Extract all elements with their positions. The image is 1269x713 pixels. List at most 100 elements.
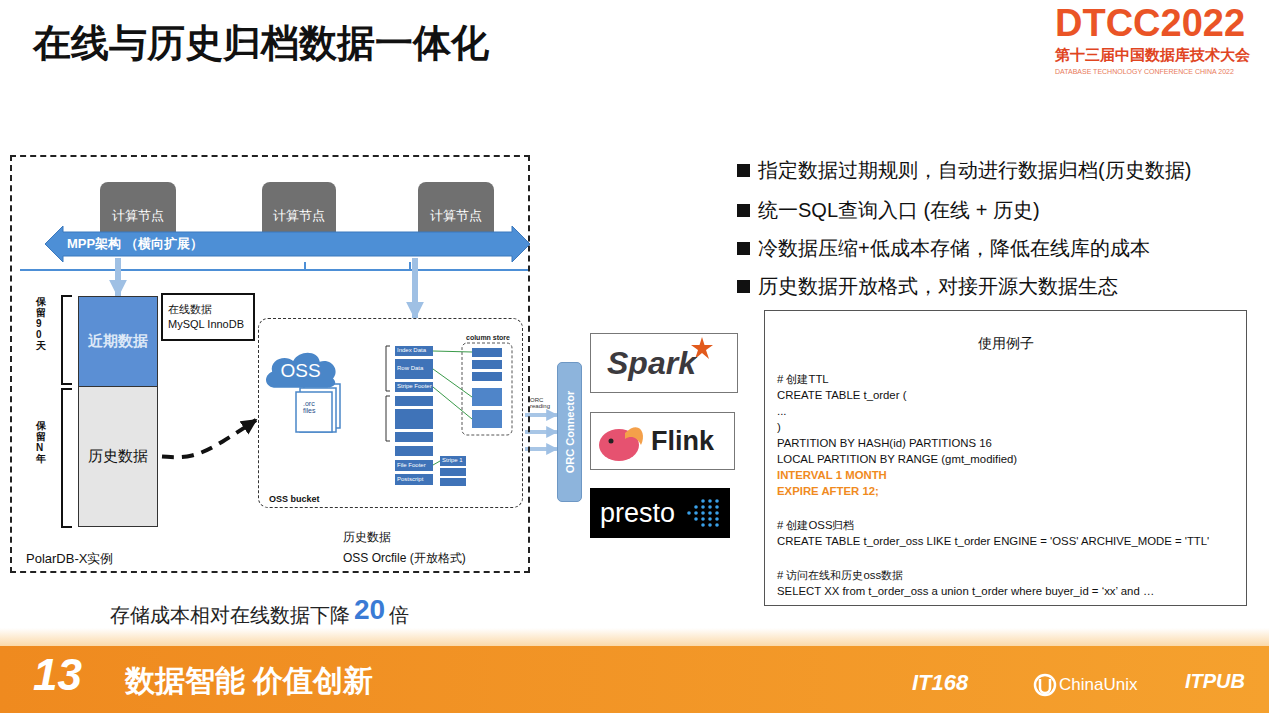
presto-dot xyxy=(708,505,712,509)
node-label: 计算节点 xyxy=(273,207,325,234)
sponsor-logo: ITPUB xyxy=(1185,670,1245,693)
chinaunix-icon xyxy=(1035,675,1055,695)
retention-bracket xyxy=(62,296,72,527)
code-line: CREATE TABLE t_order_oss LIKE t_order EN… xyxy=(777,533,1234,549)
illustration-label: Index Data xyxy=(397,347,426,353)
orc-connector: ORC Connector xyxy=(557,362,582,502)
code-line: # 创建TTL xyxy=(777,371,1234,387)
chinaunix-icon xyxy=(1040,679,1050,693)
arrow-label: ORC reading xyxy=(530,397,556,410)
conference-logo: DTCC2022 xyxy=(1055,2,1245,45)
bullet-mark xyxy=(737,280,750,293)
node-label: 计算节点 xyxy=(112,207,164,234)
presto-dot xyxy=(694,517,698,521)
bullet-mark xyxy=(737,242,750,255)
presto-dot xyxy=(701,511,705,515)
flink-logo: Flink xyxy=(590,412,735,470)
presto-logo: presto xyxy=(590,488,730,538)
node-label: PolarDB-X实例 xyxy=(26,550,113,568)
flink-eye xyxy=(609,439,614,444)
code-line: ... xyxy=(777,403,1234,419)
cost-note: 存储成本相对在线数据下降 xyxy=(110,602,350,629)
bus-tick xyxy=(409,262,411,270)
node-label: MPP架构 （横向扩展） xyxy=(67,235,203,253)
footer-logo: 13 xyxy=(33,650,82,700)
presto-dot xyxy=(715,517,719,521)
retention-label: 保留90天 xyxy=(36,296,46,351)
presto-dot xyxy=(701,499,705,503)
presto-dot xyxy=(715,505,719,509)
presto-dot xyxy=(694,511,698,515)
node-label: Flink xyxy=(651,426,714,457)
node-label: ORC Connector xyxy=(564,391,576,474)
example-heading: 使用例子 xyxy=(777,335,1234,353)
code-line: EXPIRE AFTER 12; xyxy=(777,483,1234,499)
code-line: INTERVAL 1 MONTH xyxy=(777,467,1234,483)
node-label: 历史数据 xyxy=(88,447,148,466)
footer-slogan: 数据智能 价值创新 xyxy=(125,661,373,702)
presto-dot xyxy=(694,505,698,509)
cost-note: 倍 xyxy=(389,602,409,629)
footer-band xyxy=(0,646,1269,713)
bus-line xyxy=(20,269,530,271)
cost-number: 20 xyxy=(354,594,385,626)
retention-label: 保留N年 xyxy=(36,420,46,464)
bullet-text: 冷数据压缩+低成本存储，降低在线库的成本 xyxy=(758,235,1150,262)
illustration-label: File Footer xyxy=(397,462,426,468)
compute-node: 计算节点 xyxy=(262,182,336,234)
presto-dots xyxy=(686,498,726,528)
presto-dot xyxy=(687,511,691,515)
illustration-label: Row Data xyxy=(397,365,423,371)
mpp-band: MPP架构 （横向扩展） xyxy=(45,226,530,262)
recent-data-box: 近期数据 xyxy=(78,296,158,386)
node-label: OSS xyxy=(280,360,320,382)
node-label: 近期数据 xyxy=(88,332,148,351)
bullet-text: 指定数据过期规则，自动进行数据归档(历史数据) xyxy=(758,157,1191,184)
bullet-text: 统一SQL查询入口 (在线 + 历史) xyxy=(758,197,1040,224)
orc-files-icon xyxy=(296,384,340,432)
usage-example-box: 使用例子# 创建TTLCREATE TABLE t_order (...)PAR… xyxy=(764,310,1247,606)
data-flow-arrow xyxy=(412,258,418,318)
code-line: LOCAL PARTITION BY RANGE (gmt_modified) xyxy=(777,451,1234,467)
node-label: MySQL InnoDB xyxy=(168,317,253,332)
storage-label: OSS Orcfile (开放格式) xyxy=(343,550,466,567)
oss-cloud: OSS xyxy=(262,348,340,390)
node-label: Spark xyxy=(607,345,696,382)
online-data-box: 在线数据MySQL InnoDB xyxy=(161,293,255,341)
illustration-label: Postscript xyxy=(397,476,423,482)
illustration-label: column store xyxy=(466,334,510,341)
presto-dot xyxy=(708,499,712,503)
node-label: 在线数据 xyxy=(168,302,253,317)
sponsor-logo: IT168 xyxy=(912,670,968,696)
presto-dot xyxy=(701,523,705,527)
spark-logo: Spark xyxy=(590,333,738,393)
oss-bucket: OSSOSS bucket xyxy=(258,318,523,508)
flink-squirrel xyxy=(595,415,647,467)
presto-dot xyxy=(708,523,712,527)
conference-name: 第十三届中国数据库技术大会 xyxy=(1055,46,1250,65)
history-data-box: 历史数据 xyxy=(78,386,158,527)
footer-fade xyxy=(0,628,1269,646)
conference-name-en: DATABASE TECHNOLOGY CONFERENCE CHINA 202… xyxy=(1055,68,1234,75)
bullet-mark xyxy=(737,164,750,177)
compute-node: 计算节点 xyxy=(418,182,494,234)
code-line: PARTITION BY HASH(id) PARTITIONS 16 xyxy=(777,435,1234,451)
code-line: # 访问在线和历史oss数据 xyxy=(777,567,1234,583)
flink-tail xyxy=(625,427,643,445)
presto-dot xyxy=(715,499,719,503)
code-line: ) xyxy=(777,419,1234,435)
orc-column-store xyxy=(386,343,512,486)
bullet-mark xyxy=(737,204,750,217)
presto-dot xyxy=(708,517,712,521)
cloud-shape xyxy=(266,352,336,387)
instance-boundary: 计算节点计算节点计算节点MPP架构 （横向扩展）近期数据在线数据MySQL In… xyxy=(10,155,530,573)
code-line: # 创建OSS归档 xyxy=(777,517,1234,533)
presto-dot xyxy=(715,511,719,515)
presto-dot xyxy=(708,511,712,515)
bullet-text: 历史数据开放格式，对接开源大数据生态 xyxy=(758,273,1118,300)
presto-dot xyxy=(715,523,719,527)
illustration-label: Stripe 1 xyxy=(442,457,463,463)
illustration-label: Stripe Footer xyxy=(397,383,432,389)
compute-node: 计算节点 xyxy=(100,182,176,234)
